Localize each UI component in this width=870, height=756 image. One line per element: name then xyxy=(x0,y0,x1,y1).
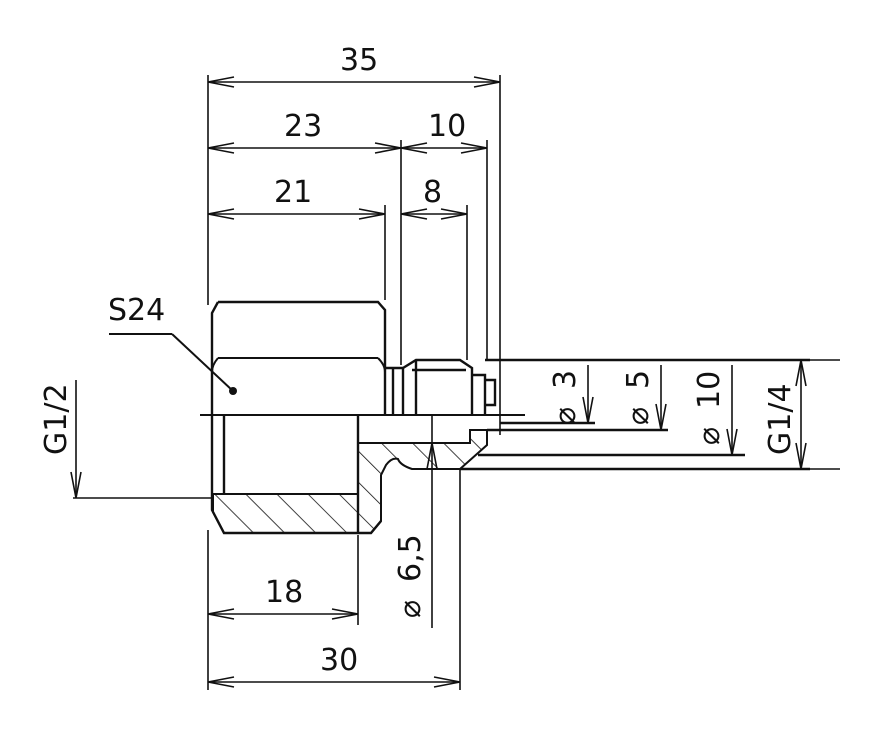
outlet-channel xyxy=(460,358,810,471)
dia-6-5-value: 6,5 xyxy=(393,534,428,582)
dim-18: 18 xyxy=(265,575,303,610)
dia-5-value: 5 xyxy=(621,370,656,389)
dim-23: 23 xyxy=(284,109,322,144)
dimension-lines xyxy=(70,76,807,688)
dim-21: 21 xyxy=(274,175,312,210)
extension-lines xyxy=(73,75,840,690)
body-lower-outline xyxy=(210,415,382,535)
hatched-web xyxy=(357,429,488,534)
dia-5-symbol: ⌀ xyxy=(621,407,656,425)
hex-outline xyxy=(210,300,387,415)
g14-label: G1/4 xyxy=(763,383,798,455)
dia-10-value: 10 xyxy=(692,371,727,409)
dia-10-callout: ⌀ 10 xyxy=(692,371,727,445)
s24-leader xyxy=(171,333,234,392)
g12-label: G1/2 xyxy=(39,383,74,455)
dia-6-5-symbol: ⌀ xyxy=(393,600,428,618)
dim-35: 35 xyxy=(340,43,378,78)
neck-outline xyxy=(385,366,405,415)
hatched-bore-wall xyxy=(212,493,359,534)
spigot-tip-outline xyxy=(472,373,497,415)
dia-3-callout: ⌀ 3 xyxy=(548,370,583,425)
dia-5-callout: ⌀ 5 xyxy=(621,370,656,425)
dim-10: 10 xyxy=(428,109,466,144)
dim-8: 8 xyxy=(423,175,442,210)
dia-3-value: 3 xyxy=(548,370,583,389)
spigot-thread-outline xyxy=(402,358,474,415)
dia-3-symbol: ⌀ xyxy=(548,407,583,425)
s24-label: S24 xyxy=(108,293,165,328)
dia-6-5-callout: ⌀ 6,5 xyxy=(393,534,428,618)
hex-face-line xyxy=(211,357,386,373)
dia-10-symbol: ⌀ xyxy=(692,427,727,445)
dim-30: 30 xyxy=(320,643,358,678)
